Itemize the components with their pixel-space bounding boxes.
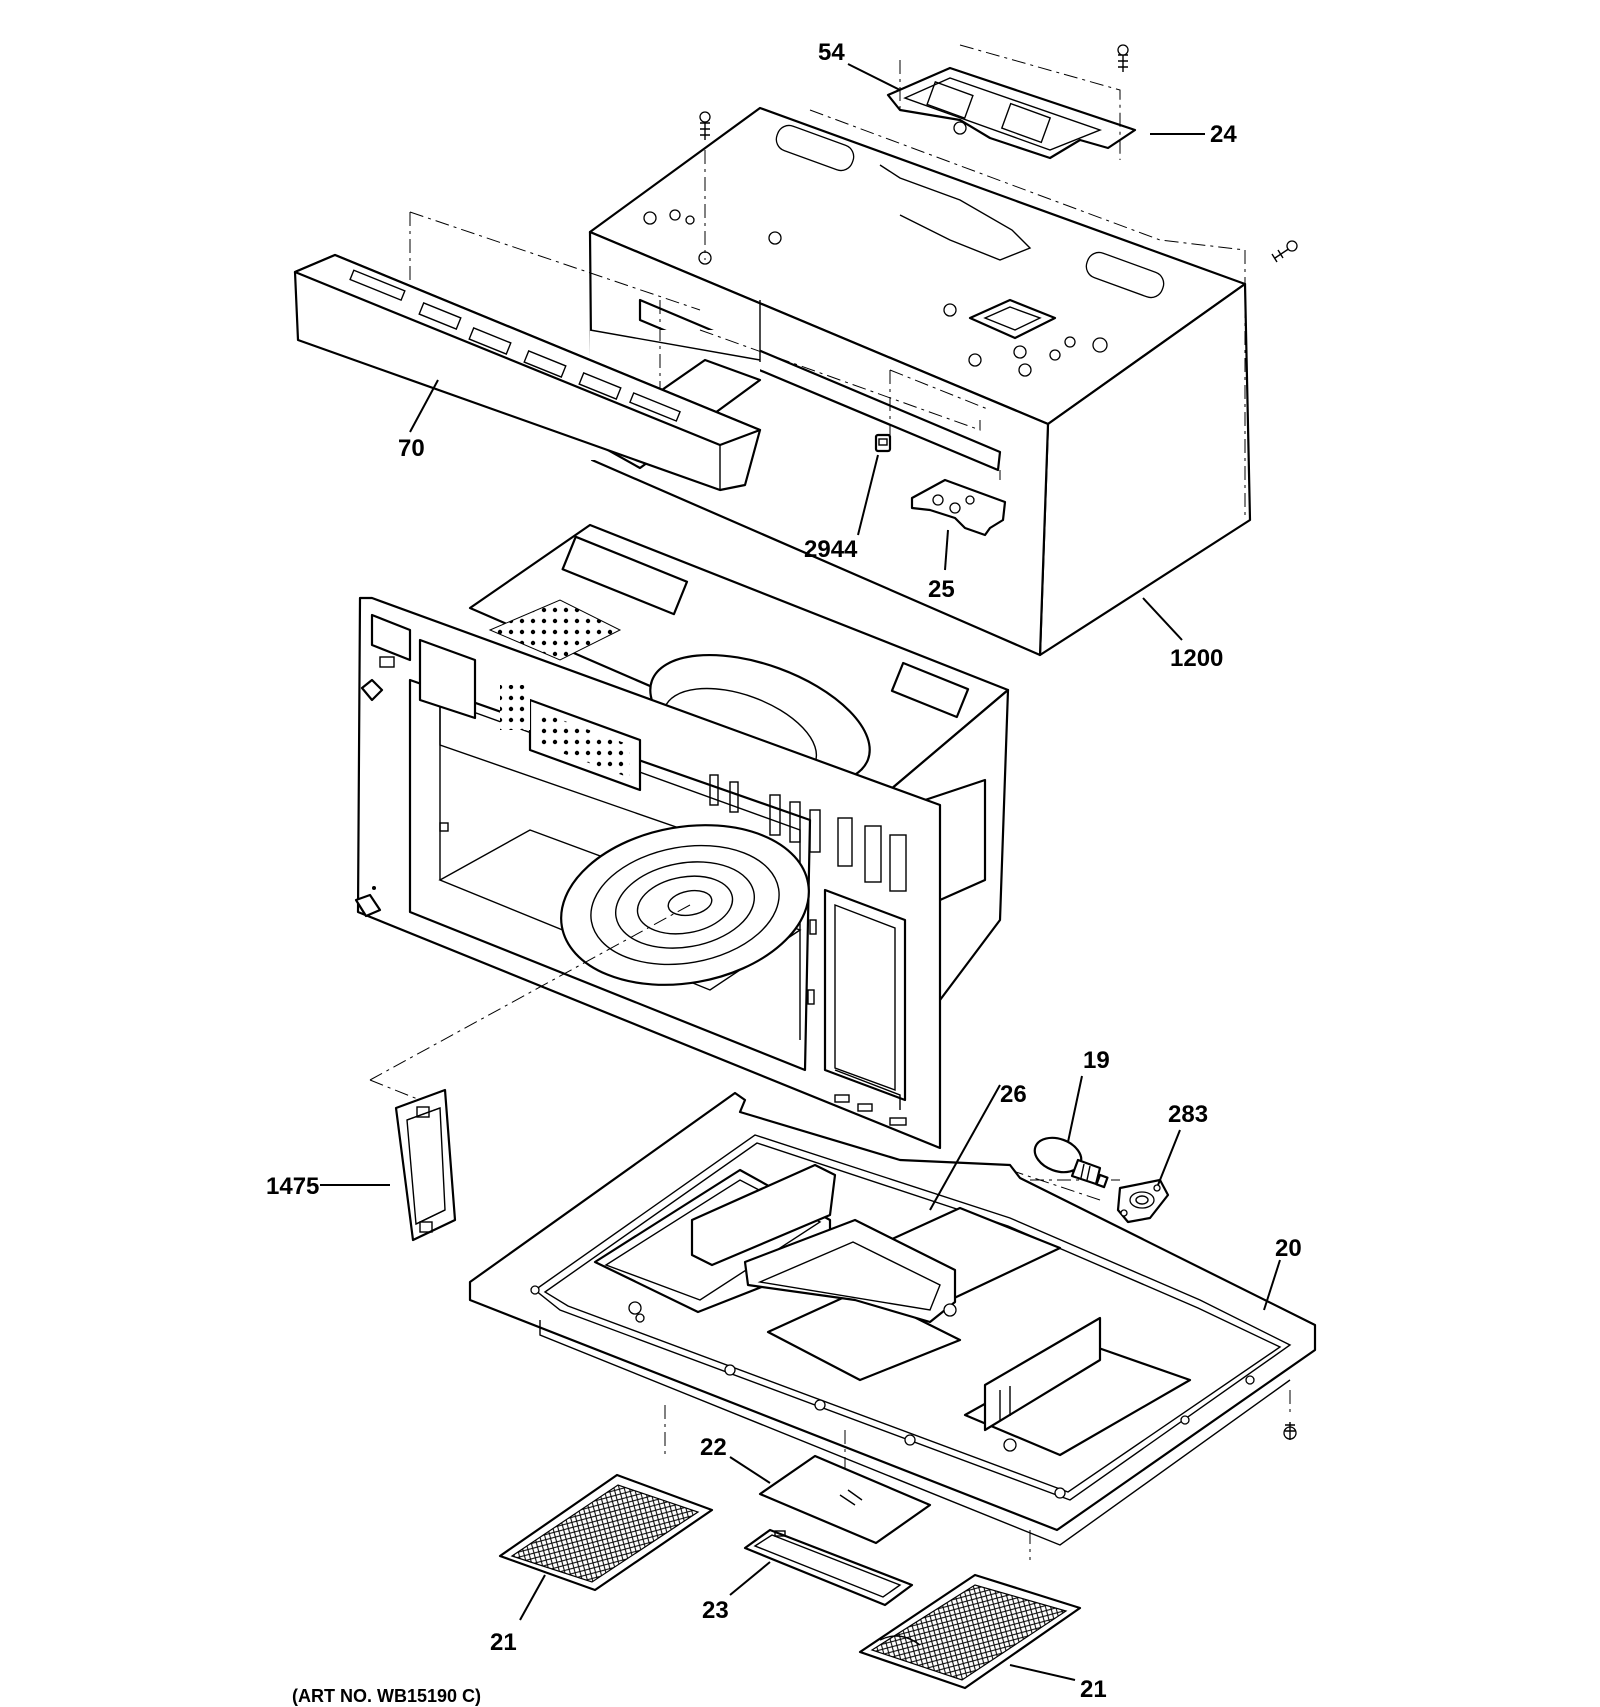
screw-icon: [699, 111, 711, 140]
part-label: 24: [1210, 121, 1237, 148]
screw-icon: [1271, 240, 1298, 263]
grease-filter-left: [498, 1473, 714, 1592]
part-label: 23: [702, 1597, 729, 1624]
screw-icon: [1117, 44, 1129, 72]
light-lens: [758, 1454, 932, 1545]
part-label: 25: [928, 576, 955, 603]
grease-filter-right: [858, 1573, 1082, 1690]
oven-cavity: [354, 523, 1010, 1150]
art-number: (ART NO. WB15190 C): [292, 1686, 481, 1706]
part-label: 26: [1000, 1081, 1027, 1108]
assembly-lines-top: [409, 44, 1246, 520]
part-label: 20: [1275, 1235, 1302, 1262]
lens-holder: [743, 1528, 914, 1607]
callout-leaders: [320, 63, 1281, 1681]
filter-frame: [394, 1088, 457, 1242]
lamp-socket: [1116, 1178, 1170, 1224]
base-plate: [468, 1091, 1317, 1546]
clip-part: [874, 433, 892, 453]
mounting-bracket: [910, 478, 1007, 537]
part-label: 54: [818, 39, 845, 66]
part-label: 22: [700, 1434, 727, 1461]
part-label: 1200: [1170, 645, 1223, 672]
part-label: 283: [1168, 1101, 1208, 1128]
assembly-lines-bottom: [664, 1390, 1291, 1560]
part-label: 1475: [266, 1173, 319, 1200]
screw-icon: [1283, 1422, 1297, 1440]
part-label: 21: [490, 1629, 517, 1656]
outer-case: [588, 106, 1252, 657]
part-labels: 54 24 70 2944 25 1200 19 26 283 1475 20 …: [266, 39, 1302, 1706]
part-label: 21: [1080, 1676, 1107, 1703]
top-mounting-plate: [886, 66, 1137, 160]
part-label: 70: [398, 435, 425, 462]
front-trim-bar: [293, 253, 762, 492]
light-bulb: [1033, 1136, 1109, 1189]
part-label: 19: [1083, 1047, 1110, 1074]
part-label: 2944: [804, 536, 858, 563]
